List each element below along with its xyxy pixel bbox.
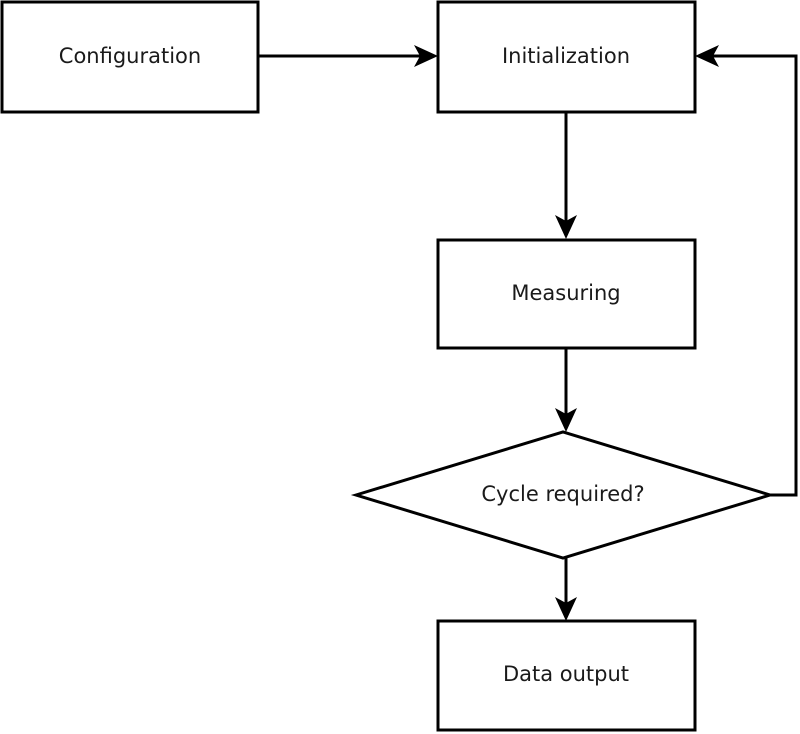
- node-configuration[interactable]: Configuration: [0, 0, 260, 114]
- node-cycle-required-label: Cycle required?: [481, 482, 644, 506]
- arrow-head-down: [555, 408, 577, 432]
- node-initialization-label: Initialization: [502, 44, 630, 68]
- edge-group: [258, 45, 798, 621]
- edge-cycle-required-to-initialization-feedback: [695, 45, 798, 497]
- node-measuring-box[interactable]: [436, 238, 697, 350]
- node-cycle-required-diamond[interactable]: [350, 430, 776, 560]
- arrow-head-down: [555, 215, 577, 239]
- edge-measuring-to-cycle-required: [555, 348, 577, 432]
- edge-configuration-to-initialization: [258, 45, 438, 67]
- node-measuring[interactable]: Measuring: [436, 238, 697, 350]
- node-initialization-box[interactable]: [436, 0, 697, 114]
- node-configuration-label: Configuration: [59, 44, 201, 68]
- node-configuration-box[interactable]: [0, 0, 260, 114]
- node-data-output-box[interactable]: [436, 619, 697, 732]
- edge-cycle-required-to-data-output: [555, 558, 577, 621]
- node-group: Configuration Initialization Measuring C…: [0, 0, 776, 732]
- node-cycle-required[interactable]: Cycle required?: [350, 430, 776, 560]
- edge-line: [705, 54, 798, 497]
- node-initialization[interactable]: Initialization: [436, 0, 697, 114]
- arrow-head-down: [555, 597, 577, 621]
- node-measuring-label: Measuring: [511, 281, 620, 305]
- node-data-output[interactable]: Data output: [436, 619, 697, 732]
- arrow-head-left: [695, 45, 719, 67]
- arrow-head-right: [414, 45, 438, 67]
- edge-initialization-to-measuring: [555, 112, 577, 239]
- node-data-output-label: Data output: [503, 662, 629, 686]
